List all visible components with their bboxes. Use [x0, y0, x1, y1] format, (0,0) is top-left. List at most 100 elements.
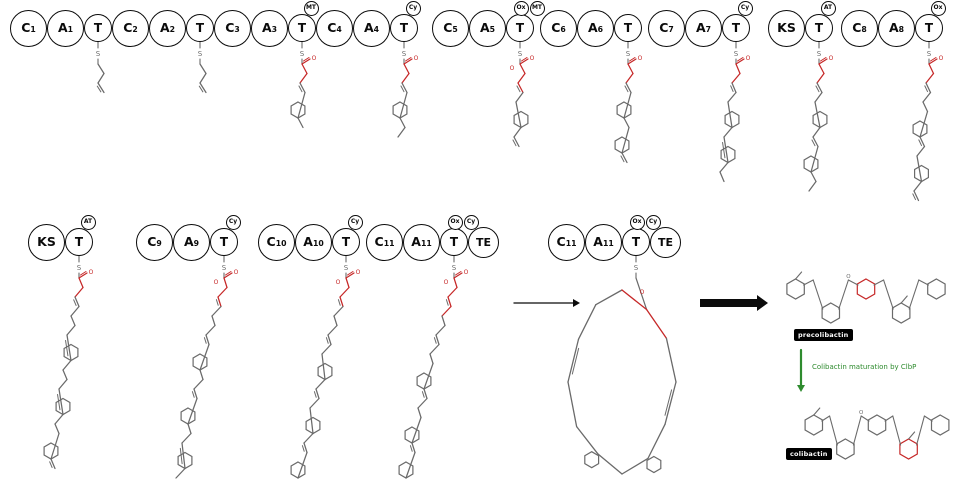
bond: [417, 397, 428, 409]
bond: [513, 136, 520, 148]
ring: [584, 451, 600, 469]
bond: [735, 58, 745, 65]
bond: [65, 339, 69, 357]
atom-label: O: [336, 279, 341, 286]
bond: [96, 85, 102, 93]
atom-label: O: [859, 410, 864, 416]
bond: [735, 63, 741, 75]
bond: [49, 461, 53, 468]
bond: [303, 57, 310, 62]
ring: [786, 278, 805, 300]
bond: [211, 305, 222, 317]
bond: [315, 378, 326, 390]
bond: [515, 91, 524, 103]
domain-t: T: [332, 228, 360, 256]
bond: [814, 101, 821, 129]
bond: [860, 415, 870, 422]
bond: [199, 72, 207, 84]
domain-t: T: [722, 14, 750, 42]
bond: [928, 58, 938, 65]
bond: [193, 388, 198, 400]
bond: [397, 126, 406, 138]
bond: [719, 171, 725, 183]
bond: [429, 343, 440, 355]
atom-label: O: [234, 269, 239, 276]
atom-label: S: [77, 264, 82, 272]
bond: [225, 271, 232, 276]
bond: [620, 155, 625, 163]
bond: [577, 304, 597, 340]
domain-ks: KS: [768, 9, 805, 47]
bond: [838, 279, 849, 310]
bond: [409, 445, 413, 452]
bond: [852, 415, 862, 446]
bond: [298, 85, 303, 93]
domain-t: T: [805, 14, 833, 42]
bond: [321, 343, 332, 355]
bond: [723, 126, 733, 138]
bond: [625, 72, 634, 84]
bond: [421, 391, 425, 398]
bond: [925, 72, 935, 84]
atom-label: S: [452, 264, 457, 272]
bond: [54, 413, 64, 425]
bond: [665, 337, 677, 383]
domain-ks: KS: [28, 223, 65, 261]
bond: [297, 117, 304, 129]
bond: [74, 296, 80, 308]
bond: [731, 72, 741, 84]
atom-label: O: [356, 269, 361, 276]
bond: [333, 315, 338, 327]
domain-t: T: [622, 228, 650, 256]
bond: [919, 136, 926, 148]
bond: [54, 423, 60, 435]
domain-cy-sat: Cy: [347, 214, 363, 230]
bond: [517, 72, 526, 84]
bond: [908, 431, 916, 440]
bond: [923, 415, 933, 422]
bond: [627, 63, 634, 75]
bond: [818, 58, 828, 65]
domain-at-sat: AT: [820, 0, 836, 16]
bond: [299, 82, 306, 94]
atom-label: O: [312, 55, 317, 62]
bond: [50, 458, 56, 470]
bond: [930, 57, 937, 62]
bond: [403, 63, 410, 75]
bond: [803, 279, 814, 286]
bond: [339, 296, 344, 308]
bond: [737, 57, 744, 62]
bond: [181, 432, 192, 444]
bond: [399, 117, 406, 129]
domain-cy-sat: Cy: [225, 214, 241, 230]
bond: [73, 299, 77, 306]
bond: [723, 136, 729, 164]
atom-label: O: [638, 55, 643, 62]
bond: [309, 397, 320, 409]
atom-label: S: [734, 50, 739, 58]
bond: [327, 324, 338, 336]
bond: [211, 315, 216, 327]
domain-t: T: [288, 14, 316, 42]
atom-label: O: [444, 279, 449, 286]
bond: [571, 347, 580, 375]
bond: [78, 277, 84, 289]
bond: [847, 279, 859, 286]
bond: [175, 467, 186, 479]
bond: [816, 72, 825, 84]
atom-label: S: [626, 50, 631, 58]
bond: [916, 155, 923, 183]
bond: [435, 324, 446, 336]
domain-ox-sat: Ox: [447, 214, 463, 230]
bond: [621, 126, 630, 154]
bond: [441, 305, 452, 317]
